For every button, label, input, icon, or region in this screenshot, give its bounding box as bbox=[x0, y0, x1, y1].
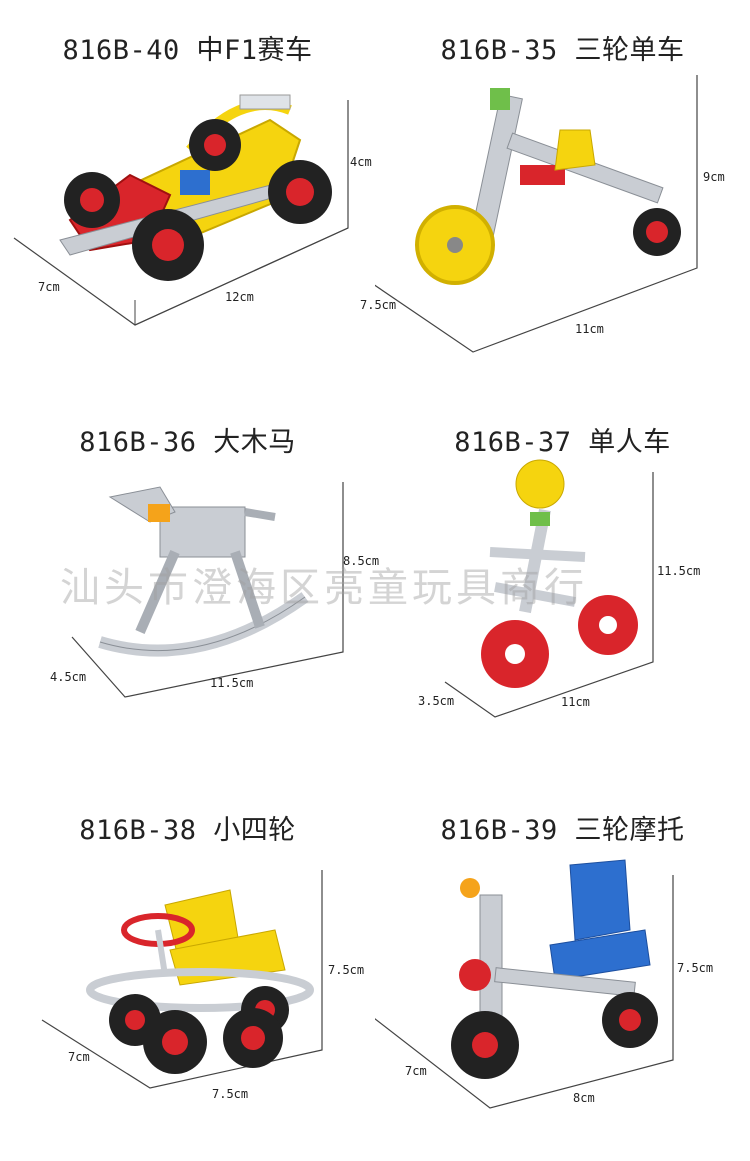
dimension-width: 11.5cm bbox=[210, 676, 254, 690]
product-name: 大木马 bbox=[213, 427, 296, 458]
product-title: 816B-39 三轮摩托 bbox=[375, 808, 750, 847]
dimension-depth: 7cm bbox=[68, 1050, 90, 1064]
product-cell-816b-38: 816B-38 小四轮 7.5cm 7cm 7.5cm bbox=[0, 780, 375, 1161]
product-model: 816B-40 bbox=[62, 35, 180, 66]
dimension-box bbox=[13, 100, 349, 326]
dimension-height: 4cm bbox=[350, 155, 372, 169]
dimension-box bbox=[41, 870, 323, 1089]
toy-image-rider bbox=[481, 459, 638, 688]
product-model: 816B-37 bbox=[454, 427, 572, 458]
toy-image-tricycle bbox=[415, 88, 681, 285]
dimension-width: 8cm bbox=[573, 1091, 595, 1105]
dimension-box bbox=[71, 482, 344, 698]
product-cell-816b-39: 816B-39 三轮摩托 7.5cm 7cm 8cm bbox=[375, 780, 750, 1161]
dimension-height: 9cm bbox=[703, 170, 725, 184]
product-model: 816B-38 bbox=[79, 815, 197, 846]
product-name: 单人车 bbox=[588, 427, 671, 458]
product-cell-816b-40: 816B-40 中F1赛车 4cm 7cm 12cm bbox=[0, 0, 375, 381]
product-name: 三轮摩托 bbox=[574, 815, 685, 846]
dimension-height: 11.5cm bbox=[657, 564, 701, 578]
product-title: 816B-38 小四轮 bbox=[0, 808, 375, 847]
dimension-box bbox=[375, 75, 698, 353]
product-model: 816B-35 bbox=[440, 35, 558, 66]
dimension-width: 11cm bbox=[575, 322, 604, 336]
product-cell-816b-36: 816B-36 大木马 8.5cm 4.5cm 11.5cm bbox=[0, 392, 379, 773]
product-name: 中F1赛车 bbox=[196, 35, 313, 66]
product-cell-816b-35: 816B-35 三轮单车 9cm 7.5cm 11cm bbox=[360, 0, 750, 381]
toy-image-f1-racer bbox=[59, 94, 332, 281]
dimension-box bbox=[375, 875, 674, 1109]
toy-image-rocking-horse bbox=[98, 486, 309, 657]
product-title: 816B-36 大木马 bbox=[0, 420, 375, 459]
dimension-depth: 7.5cm bbox=[360, 298, 397, 312]
product-name: 小四轮 bbox=[213, 815, 296, 846]
dimension-width: 11cm bbox=[561, 695, 590, 709]
product-cell-816b-37: 816B-37 单人车 11.5cm 3.5cm 11cm bbox=[375, 392, 750, 773]
product-title: 816B-37 单人车 bbox=[375, 420, 750, 459]
dimension-height: 7.5cm bbox=[677, 961, 714, 975]
product-title: 816B-40 中F1赛车 bbox=[0, 28, 375, 67]
product-model: 816B-39 bbox=[440, 815, 558, 846]
dimension-width: 12cm bbox=[225, 290, 254, 304]
toy-image-motor-tricycle bbox=[451, 859, 658, 1079]
dimension-height: 7.5cm bbox=[328, 963, 365, 977]
dimension-height: 8.5cm bbox=[343, 554, 380, 568]
product-title: 816B-35 三轮单车 bbox=[375, 28, 750, 67]
dimension-box bbox=[444, 472, 654, 718]
product-model: 816B-36 bbox=[79, 427, 197, 458]
toy-image-mini-car bbox=[86, 889, 314, 1074]
dimension-depth: 7cm bbox=[38, 280, 60, 294]
dimension-width: 7.5cm bbox=[212, 1087, 249, 1101]
watermark-text: 汕头市澄海区亮童玩具商行 bbox=[60, 565, 588, 611]
dimension-depth: 7cm bbox=[405, 1064, 427, 1078]
dimension-depth: 4.5cm bbox=[50, 670, 87, 684]
product-name: 三轮单车 bbox=[574, 35, 685, 66]
dimension-depth: 3.5cm bbox=[418, 694, 455, 708]
